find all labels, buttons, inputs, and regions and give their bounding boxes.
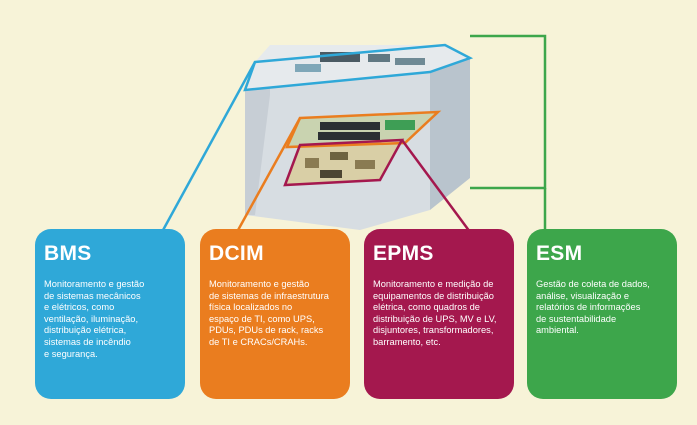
bms-description: Monitoramento e gestão de sistemas mecân…	[44, 279, 145, 359]
building-right-facade	[430, 58, 470, 210]
epms-floor-outline	[283, 138, 405, 187]
dcim-connector	[235, 117, 302, 233]
bms-card: BMS Monitoramento e gestão de sistemas m…	[35, 229, 185, 399]
dcim-title: DCIM	[209, 242, 264, 265]
server-racks	[318, 120, 415, 140]
lower-floor-cutaway	[285, 140, 402, 185]
esm-title: ESM	[536, 242, 583, 265]
top-floor-equipment	[295, 52, 425, 72]
bms-floor-outline	[243, 43, 474, 92]
building-roof	[245, 45, 470, 90]
bms-connector	[160, 61, 257, 233]
building-left-facade	[245, 70, 270, 215]
bms-title: BMS	[44, 242, 92, 265]
epms-title: EPMS	[373, 242, 434, 265]
epms-connector	[400, 139, 472, 233]
epms-description: Monitoramento e medição de equipamentos …	[373, 279, 497, 347]
epms-card: EPMS Monitoramento e medição de equipame…	[364, 229, 514, 399]
electrical-equipment	[305, 152, 375, 178]
dcim-description: Monitoramento e gestão de sistemas de in…	[209, 279, 329, 347]
esm-description: Gestão de coleta de dados, análise, visu…	[536, 279, 650, 336]
esm-bracket	[470, 34, 547, 190]
esm-card: ESM Gestão de coleta de dados, análise, …	[527, 229, 677, 399]
dcim-card: DCIM Monitoramento e gestão de sistemas …	[200, 229, 350, 399]
